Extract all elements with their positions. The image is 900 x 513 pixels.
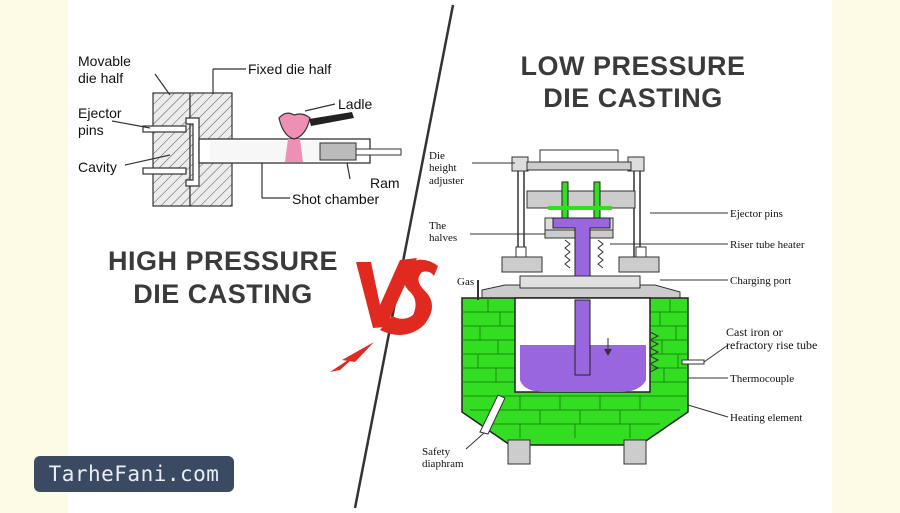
label-safety-l2: diaphram (422, 458, 464, 470)
hp-title-line1: HIGH PRESSURE (108, 246, 338, 276)
label-die-height-l1: Die (429, 150, 445, 162)
label-cavity: Cavity (78, 159, 117, 175)
ejector-pin-lower (142, 167, 187, 175)
hp-title-line2: DIE CASTING (133, 279, 313, 309)
label-die-height-l2: height (429, 162, 457, 174)
label-shot-chamber: Shot chamber (292, 191, 379, 207)
lp-title-line2: DIE CASTING (543, 83, 723, 113)
label-halves-l2: halves (429, 232, 457, 244)
label-ejector-l1: Ejector (78, 105, 122, 121)
label-charging-port: Charging port (730, 275, 791, 287)
label-die-height-l3: adjuster (429, 175, 464, 187)
label-heating-element: Heating element (730, 412, 802, 424)
label-riser-tube-heater: Riser tube heater (730, 239, 805, 251)
label-fixed-die-half: Fixed die half (248, 61, 331, 77)
label-ejector-l2: pins (78, 122, 104, 138)
molten-metal-hp (285, 139, 303, 162)
ladle-handle (309, 112, 354, 126)
ejector-pin-upper (142, 125, 187, 133)
label-cast-iron-l1: Cast iron or (726, 325, 783, 339)
label-gas: Gas (457, 276, 474, 288)
watermark: TarheFani.com (34, 456, 234, 492)
label-ram: Ram (370, 175, 400, 191)
label-thermocouple: Thermocouple (730, 373, 794, 385)
movable-die-half (152, 92, 191, 207)
label-halves-l1: The (429, 220, 446, 232)
label-movable-l1: Movable (78, 53, 131, 69)
label-ladle: Ladle (338, 96, 372, 112)
label-ejector-pins: Ejector pins (730, 208, 783, 220)
ram-rod (355, 148, 402, 156)
ladle (278, 112, 311, 140)
label-movable-l2: die half (78, 70, 123, 86)
label-safety-l1: Safety (422, 446, 451, 458)
upper-platen (526, 190, 636, 209)
label-cast-iron-l2: refractory rise tube (726, 338, 817, 352)
diagonal-divider (353, 4, 455, 509)
lp-title-line1: LOW PRESSURE (520, 51, 745, 81)
